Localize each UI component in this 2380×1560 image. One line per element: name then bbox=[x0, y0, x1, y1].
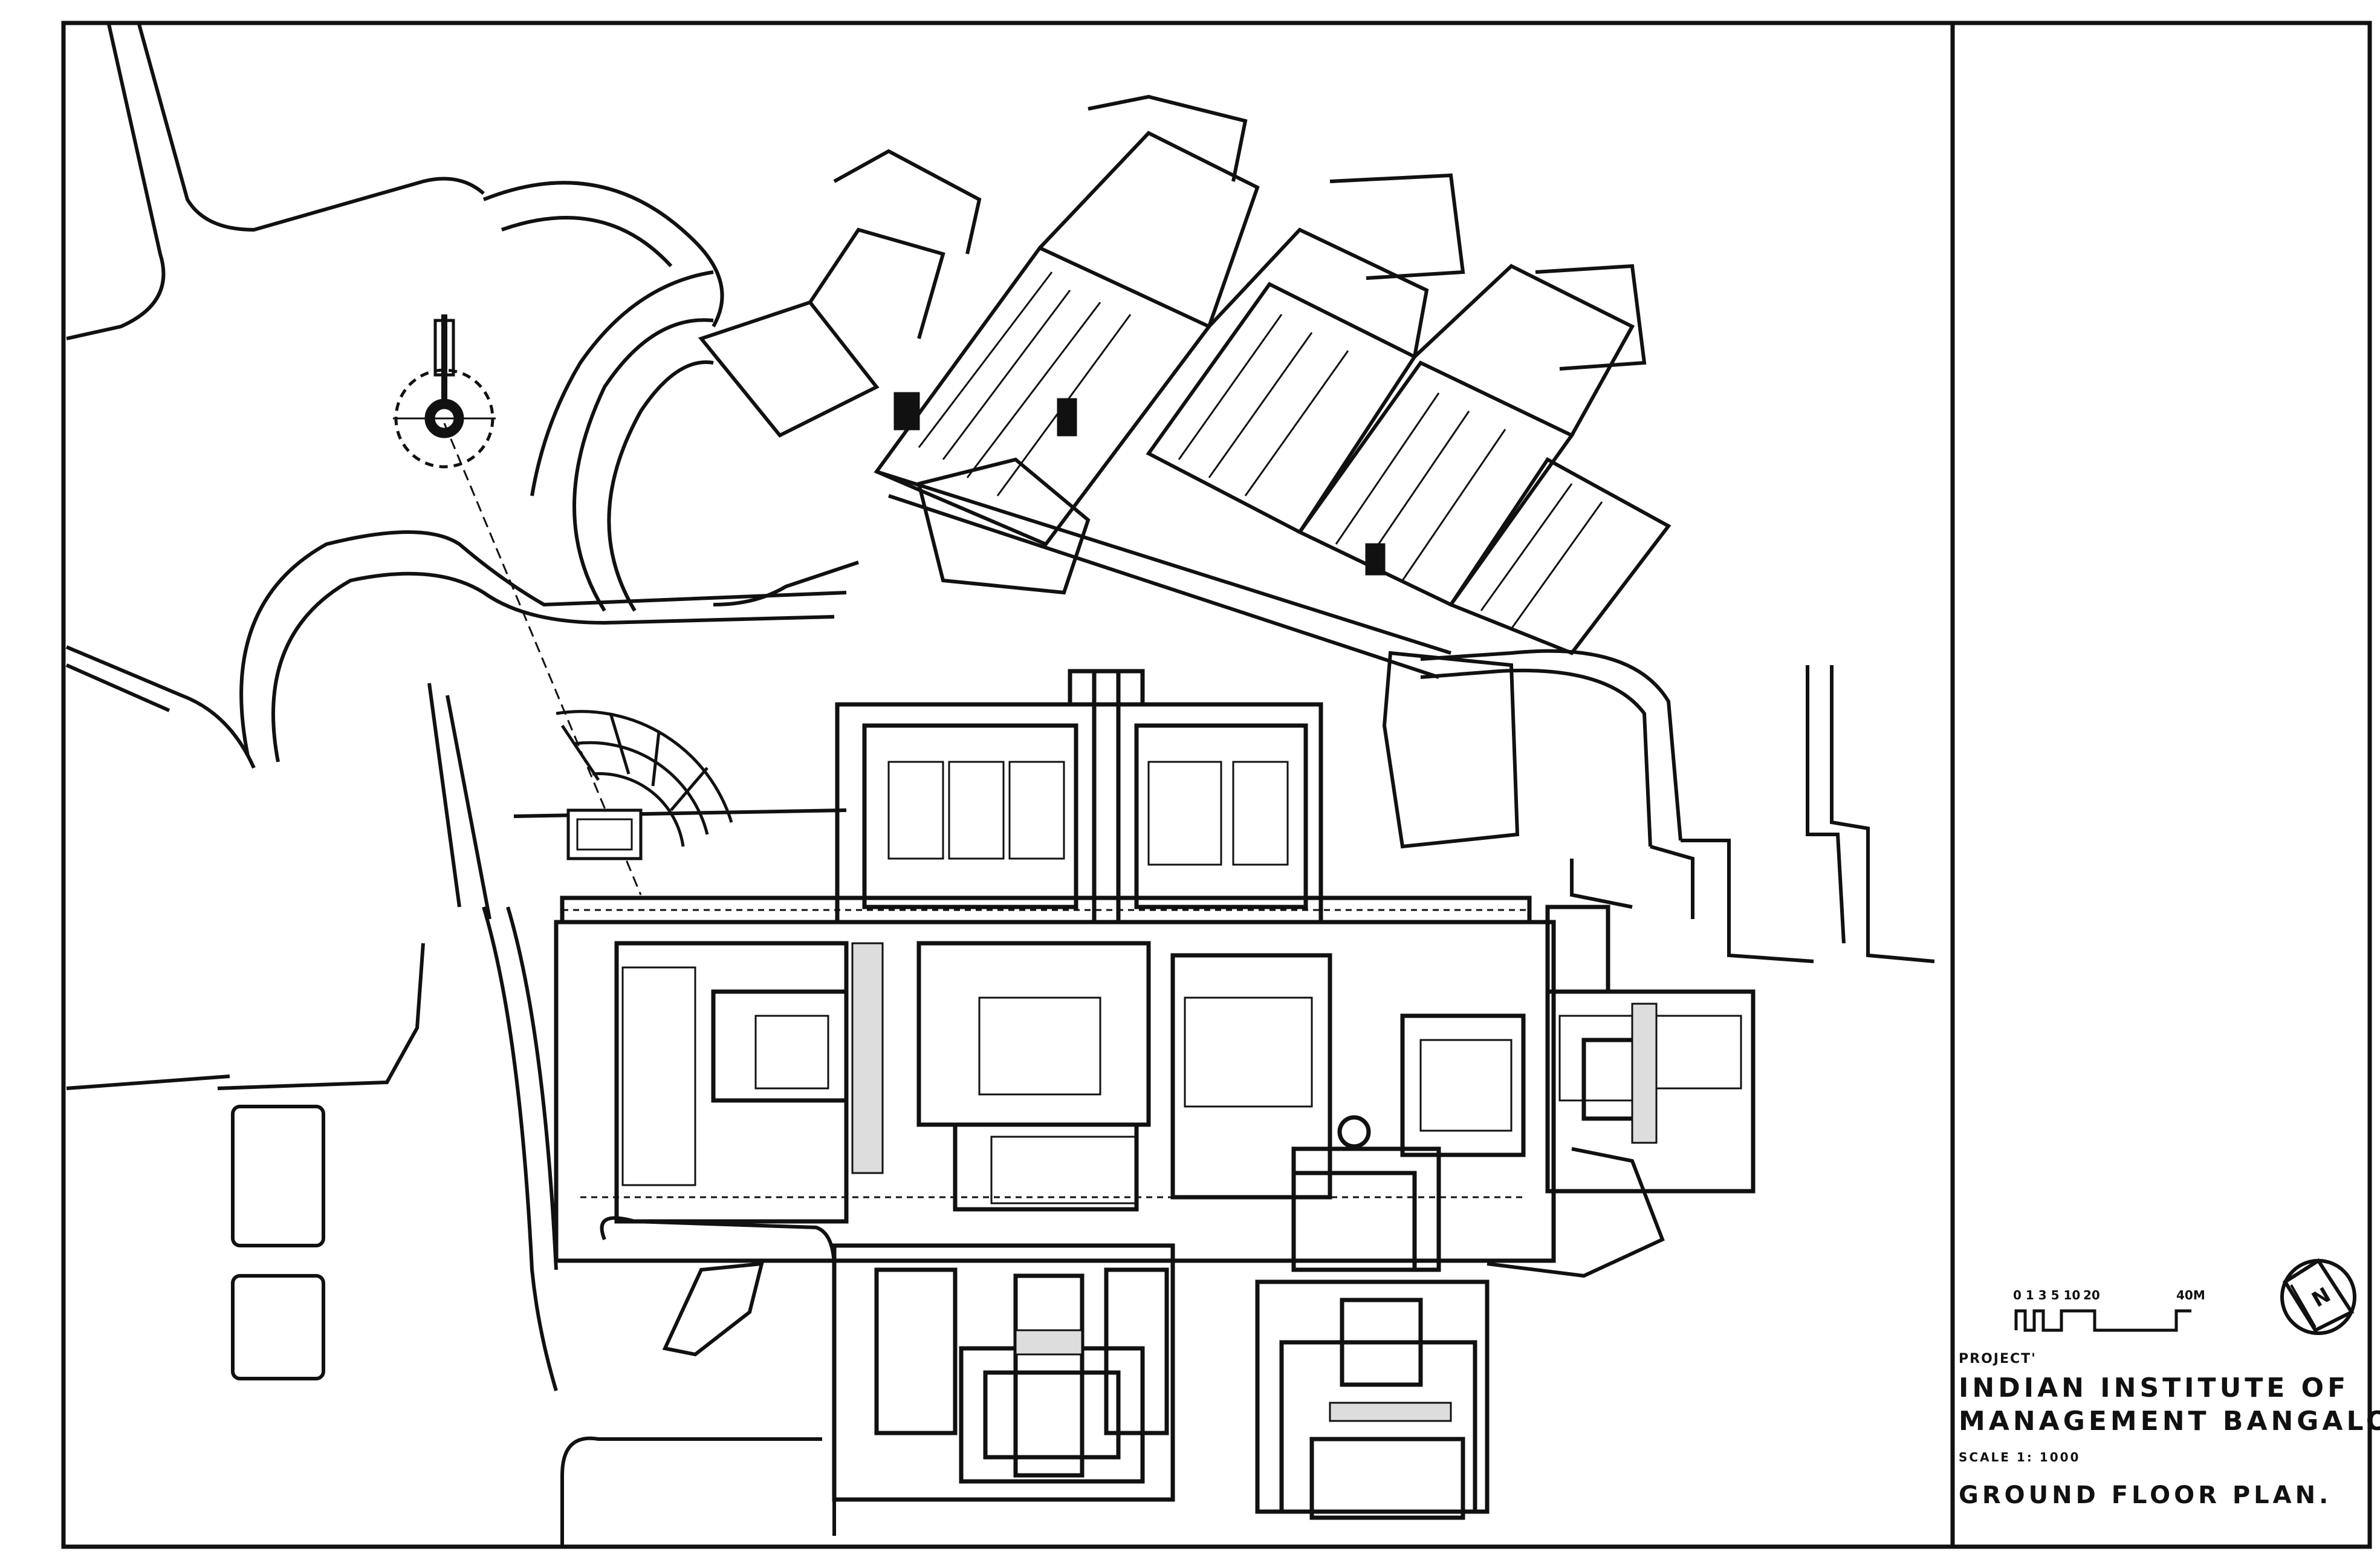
academic-complex-detail bbox=[562, 761, 1742, 1422]
project-title-line-1: INDIAN INSTITUTE OF bbox=[1959, 1373, 2350, 1403]
scale-text: SCALE 1: 1000 bbox=[1959, 1450, 2081, 1464]
amphitheatre bbox=[556, 710, 733, 860]
site-roads bbox=[65, 24, 1935, 1548]
project-label: PROJECT' bbox=[1959, 1351, 2037, 1367]
north-label: N bbox=[2308, 1283, 2335, 1313]
residential-cluster bbox=[698, 94, 1672, 849]
scale-tick-label: 20 bbox=[2083, 1288, 2100, 1302]
scale-bar bbox=[2014, 1309, 2191, 1332]
scale-tick-label: 40M bbox=[2176, 1288, 2205, 1302]
scale-tick-label: 0 1 3 5 10 bbox=[2013, 1288, 2081, 1302]
north-letter: N bbox=[2308, 1283, 2335, 1313]
monument bbox=[393, 314, 642, 895]
sheet-border bbox=[61, 21, 2372, 1549]
residential-cluster-detail bbox=[893, 271, 1603, 629]
project-title-line-2: MANAGEMENT BANGALORE. bbox=[1959, 1406, 2380, 1437]
parking-lots bbox=[231, 1105, 764, 1380]
academic-complex bbox=[554, 669, 1756, 1520]
north-arrow-icon bbox=[2280, 1258, 2356, 1335]
drawing-title: GROUND FLOOR PLAN. bbox=[1959, 1481, 2332, 1509]
